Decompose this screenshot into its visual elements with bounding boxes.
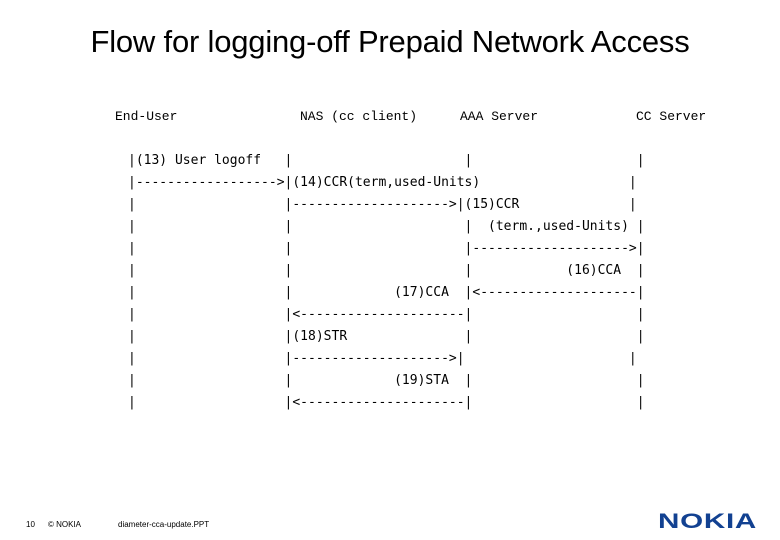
slide-title: Flow for logging-off Prepaid Network Acc… — [90, 24, 690, 59]
file-name: diameter-cca-update.PPT — [118, 520, 210, 529]
flow-line: | |<---------------------| | — [128, 395, 645, 410]
flow-line: | | |-------------------->| — [128, 241, 645, 256]
flow-line: | |-------------------->|(15)CCR | — [128, 197, 637, 212]
nokia-logo-text: NOKIA — [658, 510, 757, 531]
flow-line: | | (19)STA | | — [128, 373, 645, 388]
column-header-end-user: End-User — [115, 109, 178, 124]
flow-line: | | | (term.,used-Units) | — [128, 219, 645, 234]
flow-line: | |-------------------->| | — [128, 351, 637, 366]
flow-line: | |<---------------------| | — [128, 307, 645, 322]
column-header-nas: NAS (cc client) — [300, 109, 418, 124]
flow-line: | | (17)CCA |<--------------------| — [128, 285, 645, 300]
flow-line: |------------------>|(14)CCR(term,used-U… — [128, 175, 637, 190]
column-header-aaa-server: AAA Server — [460, 109, 539, 124]
column-header-cc-server: CC Server — [636, 109, 707, 124]
copyright-notice: © NOKIA — [48, 520, 82, 529]
flow-line: |(13) User logoff | | | — [128, 153, 645, 168]
nokia-logo: NOKIA — [658, 510, 757, 531]
page-number: 10 — [26, 520, 35, 529]
flow-line: | |(18)STR | | — [128, 329, 645, 344]
flow-line: | | | (16)CCA | — [128, 263, 645, 278]
